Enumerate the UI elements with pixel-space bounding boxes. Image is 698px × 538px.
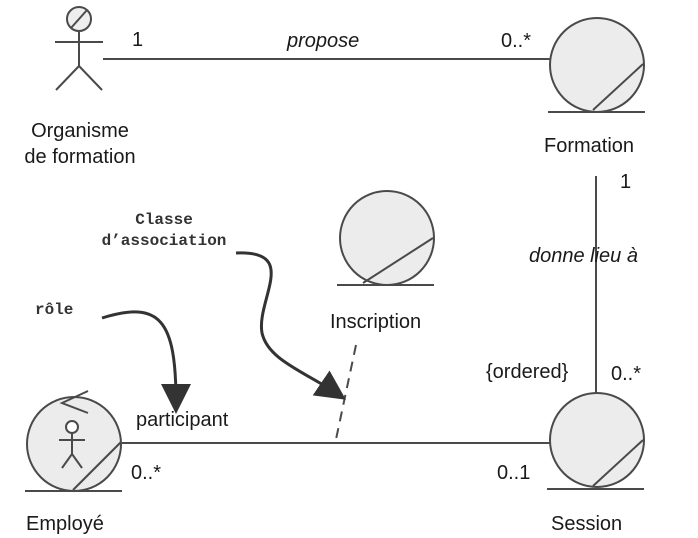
note-association-class-line1: Classe xyxy=(135,211,193,229)
donne-lieu-label: donne lieu à xyxy=(529,245,638,267)
actor-organisme-label: Organisme de formation xyxy=(0,118,160,170)
entity-employe-label: Employé xyxy=(26,513,104,535)
association-class-dashed-link xyxy=(334,344,357,445)
propose-label: propose xyxy=(287,30,360,52)
note-association-class: Classe d’association xyxy=(84,210,244,252)
actor-organisme-icon xyxy=(55,6,103,91)
participant-multiplicity-right: 0..1 xyxy=(497,462,531,484)
entity-employe-icon xyxy=(25,390,122,492)
participant-role-label: participant xyxy=(136,409,229,431)
note-role-arrow xyxy=(101,310,191,414)
entity-formation-icon xyxy=(548,17,645,113)
propose-multiplicity-right: 0..* xyxy=(501,30,532,52)
participant-multiplicity-left: 0..* xyxy=(131,462,162,484)
entity-inscription-label: Inscription xyxy=(330,311,422,333)
entity-formation-label: Formation xyxy=(544,135,635,157)
entity-session-icon xyxy=(547,392,645,490)
entity-inscription-icon xyxy=(337,190,435,286)
note-role: rôle xyxy=(35,301,74,319)
entity-session-label: Session xyxy=(551,513,623,535)
note-association-class-line2: d’association xyxy=(101,231,227,250)
actor-organisme-label-line1: Organisme xyxy=(31,120,129,142)
note-association-class-arrow xyxy=(235,251,346,400)
donne-lieu-multiplicity-bottom: 0..* xyxy=(611,363,642,385)
actor-organisme-label-line2: de formation xyxy=(24,146,136,168)
donne-lieu-constraint: {ordered} xyxy=(486,361,569,383)
propose-multiplicity-left: 1 xyxy=(132,29,144,51)
donne-lieu-multiplicity-top: 1 xyxy=(620,171,632,193)
